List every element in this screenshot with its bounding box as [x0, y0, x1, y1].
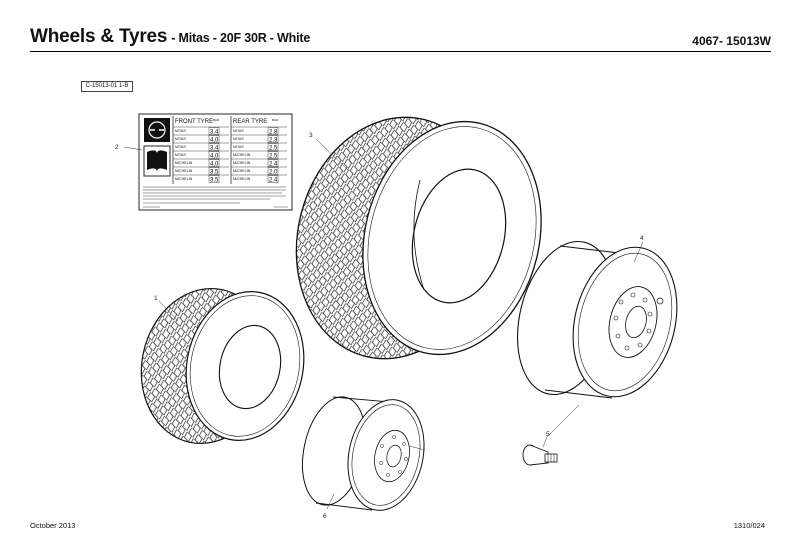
wheel-stud: [522, 444, 558, 466]
front-tyre-name: MITAS: [175, 137, 186, 141]
rear-tyre-pressure: 2.3: [269, 137, 278, 143]
rear-tyre-pressure: 2.4: [269, 177, 278, 183]
front-tyre-pressure: 3.4: [210, 129, 219, 135]
rear-tyre: [295, 116, 542, 360]
footer-page-number: 1310/024: [733, 521, 765, 530]
front-tyre-pressure: 4.0: [210, 153, 219, 159]
front-tyre-name: MITAS: [175, 129, 186, 133]
label-value-box: [208, 151, 220, 159]
front-tyre-name: MITAS: [175, 153, 186, 157]
label-warning-text: [143, 186, 288, 208]
callout-5: 5: [546, 431, 550, 438]
front-tyre-pressure: 3.5: [210, 177, 219, 183]
front-tyre-heading: FRONT TYRE: [175, 119, 213, 125]
label-value-box: [208, 127, 220, 135]
front-tyre-pressure: 4.0: [210, 137, 219, 143]
front-tyre: [140, 287, 305, 445]
front-tyre-pressure: 3.4: [210, 145, 219, 151]
label-value-box: [267, 135, 279, 143]
front-tyre-name: MITAS: [175, 145, 186, 149]
figure-reference: C-15013-01 1-B: [81, 81, 133, 92]
label-value-box: [208, 143, 220, 151]
front-tyre-pressure: 4.0: [210, 161, 219, 167]
title-text: Wheels & Tyres: [30, 26, 168, 47]
rear-tyre-pressure: 2.4: [269, 161, 278, 167]
label-value-box: [208, 175, 220, 183]
front-rim: [302, 396, 425, 511]
label-value-box: [267, 151, 279, 159]
rear-unit: BAR: [272, 118, 279, 122]
part-number: 4067- 15013W: [692, 34, 771, 48]
callout-3: 3: [309, 132, 313, 139]
label-value-box: [267, 143, 279, 151]
leader-lines: [123, 138, 644, 510]
rear-tyre-name: MITAS: [233, 137, 244, 141]
title-subtitle: - Mitas - 20F 30R - White: [171, 31, 311, 45]
page-title: Wheels & Tyres- Mitas - 20F 30R - White: [30, 26, 310, 48]
label-value-box: [208, 159, 220, 167]
label-value-box: [267, 159, 279, 167]
front-rim-stud-holes: [379, 435, 408, 477]
front-tyre-pressure: 3.5: [210, 169, 219, 175]
callout-6: 6: [323, 513, 327, 520]
rear-tyre-name: MITAS: [233, 145, 244, 149]
rear-tyre-pressure: 2.5: [269, 153, 278, 159]
rear-rim-stud-holes: [613, 292, 653, 351]
rear-tyre-pressure: 2.0: [269, 169, 278, 175]
label-value-box: [267, 127, 279, 135]
rear-tyre-name: MITAS: [233, 129, 244, 133]
label-value-box: [267, 167, 279, 175]
rear-tyre-heading: REAR TYRE: [233, 119, 267, 125]
front-unit: BAR: [213, 118, 220, 122]
callout-2: 2: [115, 144, 119, 151]
callout-4: 4: [640, 235, 644, 242]
page-header: Wheels & Tyres- Mitas - 20F 30R - White …: [30, 26, 771, 52]
callout-1: 1: [154, 295, 158, 302]
rear-rim: [516, 240, 678, 399]
front-tyre-name: MICHELIN: [175, 177, 193, 181]
rear-tyre-pressure: 2.8: [269, 129, 278, 135]
label-value-box: [267, 175, 279, 183]
rear-tyre-name: MICHELIN: [233, 153, 251, 157]
front-tyre-name: MICHELIN: [175, 161, 193, 165]
rear-tyre-name: MICHELIN: [233, 169, 251, 173]
header-divider: [30, 51, 771, 52]
label-value-box: [208, 135, 220, 143]
footer-date: October 2013: [30, 521, 76, 530]
label-value-box: [208, 167, 220, 175]
front-tyre-name: MICHELIN: [175, 169, 193, 173]
rear-tyre-name: MICHELIN: [233, 177, 251, 181]
rear-valve-hole: [656, 297, 664, 305]
rear-tyre-name: MICHELIN: [233, 161, 251, 165]
rear-tyre-pressure: 2.5: [269, 145, 278, 151]
